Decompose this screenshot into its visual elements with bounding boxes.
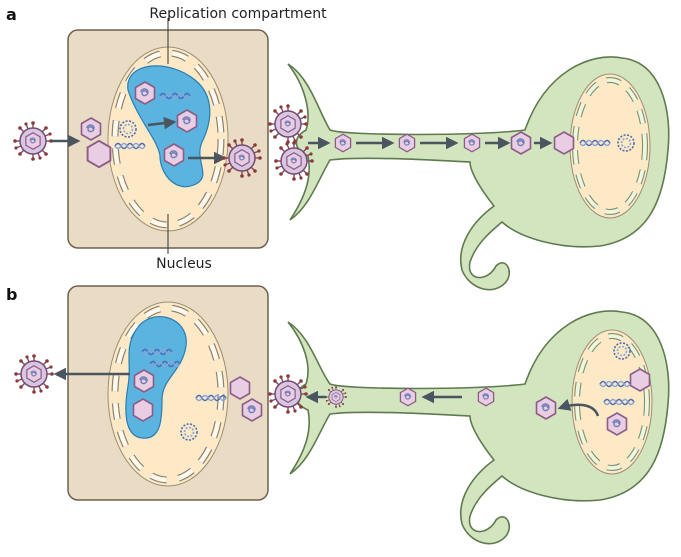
- capsid-icon: [241, 398, 263, 422]
- neuron-b: [287, 310, 670, 545]
- arrow-icon: [557, 398, 600, 417]
- replication-compartment-label: Replication compartment: [149, 6, 327, 22]
- empty-capsid-icon: [229, 376, 251, 400]
- empty-capsid-icon: [553, 131, 575, 155]
- capsid-icon: [399, 387, 417, 407]
- empty-capsid-icon: [132, 398, 154, 422]
- capsid-icon: [163, 143, 185, 167]
- virion-icon: [222, 138, 262, 178]
- virion-icon: [268, 104, 308, 144]
- panel-b-letter: b: [6, 285, 17, 304]
- capsid-icon: [510, 131, 532, 155]
- virion-icon: [14, 354, 54, 394]
- capsid-icon: [176, 109, 198, 133]
- capsid-icon: [134, 81, 156, 105]
- capsid-icon: [334, 133, 352, 153]
- panel-a-letter: a: [6, 5, 17, 24]
- capsid-icon: [133, 369, 155, 393]
- arrow-icon: [147, 116, 177, 130]
- capsid-icon: [80, 117, 102, 141]
- virion-icon: [274, 141, 314, 181]
- capsid-icon: [535, 396, 557, 420]
- capsid-icon: [606, 412, 628, 436]
- capsid-icon: [398, 133, 416, 153]
- virion-icon: [268, 374, 308, 414]
- budding-virion-icon: [325, 386, 347, 408]
- empty-capsid-icon: [629, 368, 651, 392]
- empty-capsid-icon: [86, 139, 112, 169]
- neuron-nucleus-b: [571, 329, 653, 475]
- capsid-icon: [477, 387, 495, 407]
- virion-icon: [13, 121, 53, 161]
- nucleus-label: Nucleus: [156, 256, 212, 272]
- capsid-icon: [463, 133, 481, 153]
